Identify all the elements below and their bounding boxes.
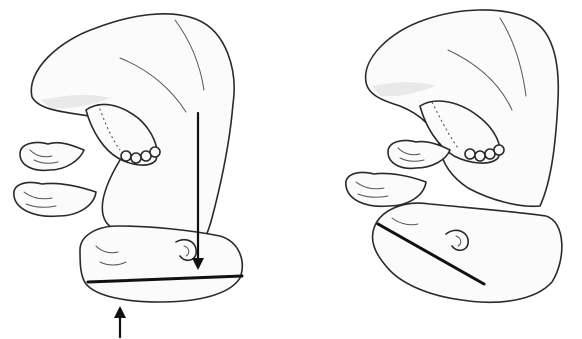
left-lower-hand: [14, 183, 96, 217]
right-panel: [346, 10, 562, 302]
right-fetus-head: [373, 203, 562, 302]
left-panel: [14, 14, 242, 337]
right-lower-hand: [346, 173, 426, 207]
bottom-up-arrow: [114, 306, 126, 337]
